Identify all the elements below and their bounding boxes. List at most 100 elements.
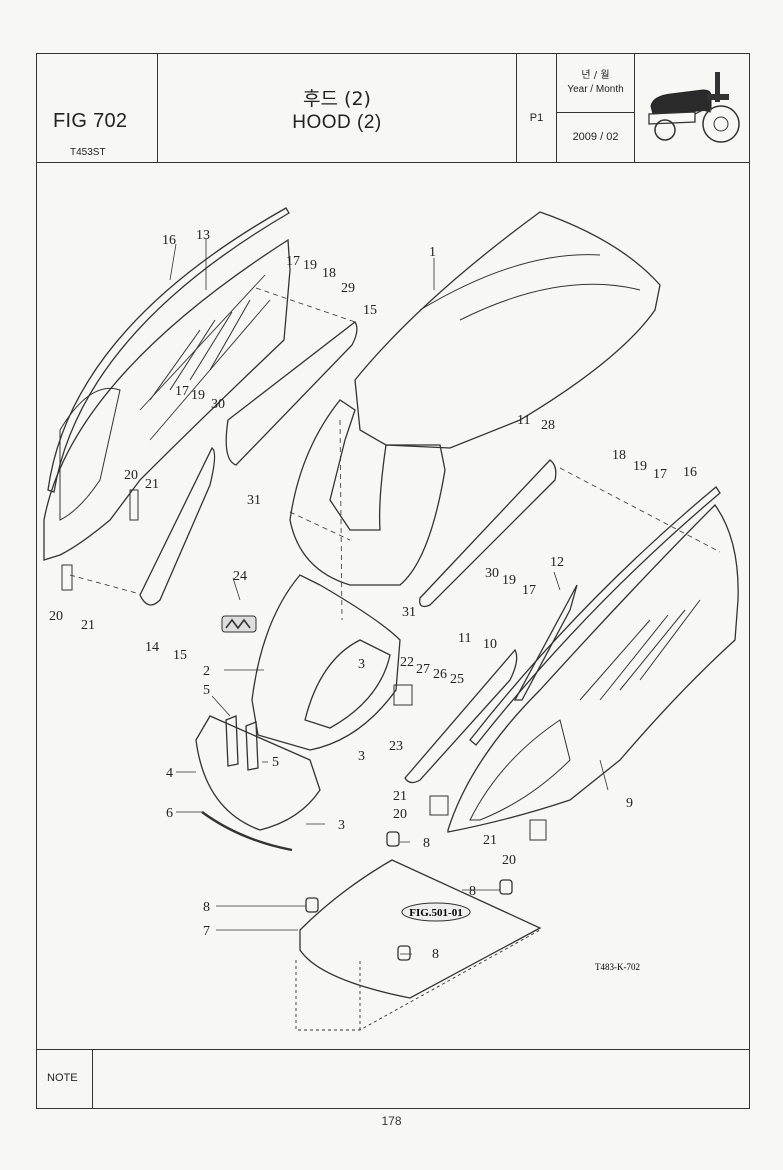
- callout: 24: [233, 569, 247, 584]
- part-6-lower-trim: [201, 811, 293, 852]
- page-frame: FIG 702 T453ST 후드 (2) HOOD (2) P1 년 / 월 …: [36, 53, 750, 1109]
- callout: 14: [145, 640, 159, 655]
- callout: 13: [196, 228, 210, 243]
- callout: 3: [338, 818, 345, 833]
- date-cell: 년 / 월 Year / Month 2009 / 02: [557, 54, 635, 162]
- part-10-right-lower-panel: [404, 648, 518, 784]
- callout: 8: [469, 884, 476, 899]
- callout: 19: [633, 459, 647, 474]
- callout: 16: [162, 233, 176, 248]
- header-table: FIG 702 T453ST 후드 (2) HOOD (2) P1 년 / 월 …: [37, 54, 749, 163]
- model-code: T453ST: [70, 147, 106, 158]
- callout: 17: [653, 467, 667, 482]
- part-8-grommet: [397, 945, 411, 961]
- part-16-right-trim: [469, 486, 721, 746]
- page-code-cell: P1: [517, 54, 557, 162]
- callout: 30: [485, 566, 499, 581]
- part-8-grommet: [386, 831, 400, 847]
- title-english: HOOD (2): [292, 112, 382, 133]
- year-month-english: Year / Month: [567, 84, 624, 95]
- part-2-grille-housing: [251, 574, 401, 751]
- part-28-right-plate: [419, 459, 557, 608]
- title-korean: 후드 (2): [303, 88, 371, 110]
- part-1-main-hood: [354, 211, 661, 449]
- callout: 10: [483, 637, 497, 652]
- note-label: NOTE: [47, 1072, 78, 1084]
- emblem-icon: [221, 615, 257, 633]
- callout: 30: [211, 397, 225, 412]
- part-29-left-plate: [225, 321, 358, 466]
- part-8-grommet: [305, 897, 319, 913]
- callout: 21: [145, 477, 159, 492]
- callout: 19: [502, 573, 516, 588]
- drawing-code: T483-K-702: [595, 962, 640, 972]
- part-13-left-side-panel: [43, 238, 291, 561]
- callout: 23: [389, 739, 403, 754]
- callout: 3: [358, 657, 365, 672]
- callout: 18: [322, 266, 336, 281]
- note-row: NOTE: [37, 1049, 749, 1108]
- part-8-grommet: [499, 879, 513, 895]
- callout: 17: [522, 583, 536, 598]
- callout: 29: [341, 281, 355, 296]
- callout: 20: [393, 807, 407, 822]
- callout: 16: [683, 465, 697, 480]
- callout: 5: [272, 755, 279, 770]
- callout: 1: [429, 245, 436, 260]
- fig-reference: FIG.501-01: [401, 902, 471, 922]
- callout: 11: [517, 413, 530, 428]
- callout: 7: [203, 924, 210, 939]
- callout: 31: [402, 605, 416, 620]
- callout: 12: [550, 555, 564, 570]
- callout: 8: [423, 836, 430, 851]
- title-cell: 후드 (2) HOOD (2): [158, 54, 517, 162]
- callout: 18: [612, 448, 626, 463]
- callout: 21: [393, 789, 407, 804]
- page-number: 178: [381, 1114, 402, 1128]
- callout: 15: [363, 303, 377, 318]
- callout: 25: [450, 672, 464, 687]
- callout: 21: [483, 833, 497, 848]
- note-label-cell: NOTE: [37, 1050, 93, 1108]
- part-14-left-lower-panel: [139, 447, 216, 606]
- year-month-korean: 년 / 월: [581, 70, 610, 81]
- callout: 20: [502, 853, 516, 868]
- thumbnail-cell: [635, 54, 749, 162]
- part-4-front-bumper: [195, 715, 321, 831]
- fig-cell: FIG 702 T453ST: [37, 54, 158, 162]
- date-divider: [557, 112, 634, 113]
- callout: 20: [49, 609, 63, 624]
- fig-label: FIG 702: [53, 110, 128, 132]
- part-7-base-plate: [299, 859, 542, 999]
- part-9-right-side-panel: [447, 503, 739, 833]
- tractor-icon: [648, 72, 740, 143]
- callout: 19: [191, 388, 205, 403]
- page-code: P1: [529, 112, 544, 124]
- callout: 4: [166, 766, 173, 781]
- callout: 31: [247, 493, 261, 508]
- part-12-right-panel: [513, 584, 578, 701]
- callout: 21: [81, 618, 95, 633]
- callout: 19: [303, 258, 317, 273]
- callout: 20: [124, 468, 138, 483]
- callout: 2: [203, 664, 210, 679]
- part-5-bracket: [225, 715, 259, 771]
- svg-text:FIG.501-01: FIG.501-01: [409, 907, 462, 919]
- callout-labels: 1 2 3 3 3 4 5 5 6 7 8 8 8 8 9 10 11 11 1…: [49, 228, 697, 962]
- callout: 27: [416, 662, 430, 677]
- callout: 17: [286, 254, 300, 269]
- callout: 28: [541, 418, 555, 433]
- issue-date: 2009 / 02: [572, 131, 619, 143]
- callout: 8: [203, 900, 210, 915]
- callout: 26: [433, 667, 447, 682]
- callout: 9: [626, 796, 633, 811]
- callout: 22: [400, 655, 414, 670]
- part-16-left-trim: [47, 207, 290, 493]
- callout: 3: [358, 749, 365, 764]
- callout: 6: [166, 806, 173, 821]
- callout: 5: [203, 683, 210, 698]
- callout: 8: [432, 947, 439, 962]
- callout: 11: [458, 631, 471, 646]
- callout: 15: [173, 648, 187, 663]
